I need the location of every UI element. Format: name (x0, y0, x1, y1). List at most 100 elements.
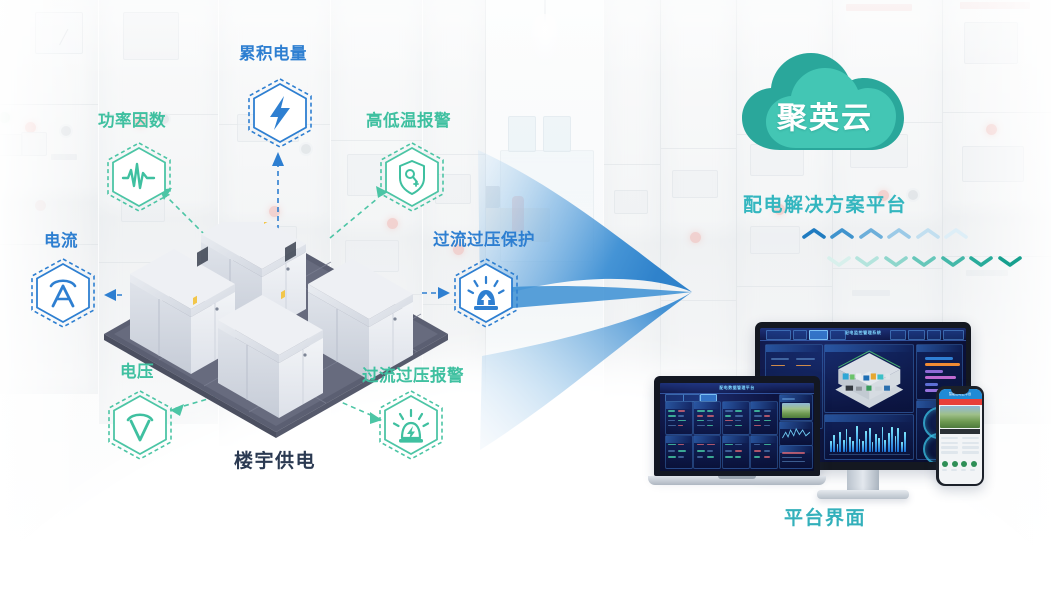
bar (832, 434, 835, 452)
isometric-power-distribution-scene (96, 153, 456, 457)
tab-orders[interactable] (889, 330, 907, 340)
phone-shortcut-icon[interactable] (951, 460, 958, 467)
phone-shortcut-label (941, 469, 948, 472)
bar (881, 427, 884, 452)
phone-shortcut-icon[interactable] (970, 460, 977, 467)
cloud-subtitle: 配电解决方案平台 (742, 195, 907, 216)
hex-node-overcurrent-alarm[interactable] (374, 388, 448, 462)
laptop-tab-1[interactable] (664, 394, 684, 402)
laptop-data-panel (750, 434, 779, 469)
bar (890, 426, 893, 452)
phone-shortcut-icon[interactable] (961, 460, 968, 467)
chevron-up-icon (859, 228, 883, 239)
phone-app-title: 智能配电云平台 (948, 392, 972, 397)
bar (868, 427, 871, 452)
chevron-up-icon (887, 228, 912, 239)
phone-row (961, 436, 979, 440)
bar (903, 431, 906, 452)
laptop-title: 配电数据管理平台 (719, 384, 755, 390)
phone-shortcut-label (951, 469, 957, 472)
tab-settings[interactable] (908, 330, 925, 340)
phone-shortcut-icon[interactable] (942, 460, 949, 467)
laptop-data-panel (721, 434, 750, 469)
bar (862, 440, 865, 452)
phone-tab-bar[interactable] (938, 398, 982, 405)
phone-screen: 智能配电云平台 (938, 388, 982, 484)
ammeter-a-icon (49, 279, 77, 308)
shield-thermometer-icon (399, 160, 425, 195)
hex-label-power-factor: 功率因数 (98, 112, 166, 130)
stat-bar (924, 376, 957, 380)
phone-row (961, 451, 979, 454)
tab-alarms[interactable] (830, 330, 847, 340)
chevron-down-icon (827, 256, 851, 267)
laptop-trend-panel (778, 420, 813, 446)
hex-label-overcurrent-protection: 过流过压保护 (433, 231, 535, 249)
phone-app-header: 智能配电云平台 (938, 388, 982, 399)
siren-arrow-icon (467, 275, 505, 310)
laptop-topbar (660, 383, 814, 394)
hex-node-voltage[interactable] (103, 388, 177, 462)
chevron-up-icon (944, 228, 969, 239)
phone-body: 智能配电云平台 (936, 386, 984, 486)
hex-label-current: 电流 (44, 232, 78, 250)
devices-caption: 平台界面 (783, 508, 866, 529)
source-label-building-power: 楼宇供电 (234, 451, 317, 472)
voltmeter-v-icon (126, 413, 154, 442)
tab-home[interactable] (766, 330, 791, 340)
stat-bar (924, 369, 943, 373)
phone-row (941, 436, 959, 440)
chevron-up-icon (802, 228, 826, 239)
laptop[interactable]: 配电数据管理平台 (648, 376, 826, 494)
panel-device-overview (823, 344, 915, 414)
tab-statistics[interactable] (809, 330, 828, 340)
chevron-down-icon (969, 256, 994, 267)
hex-node-overcurrent-protection[interactable] (449, 256, 523, 330)
hex-node-current[interactable] (26, 256, 100, 330)
panel-usage-trend-chart (823, 413, 915, 460)
monitor-neck (847, 470, 879, 492)
dashboard-title: 配电监控管理系统 (844, 329, 882, 335)
bar (901, 442, 903, 452)
hex-label-accumulated-energy: 累积电量 (239, 45, 307, 63)
bar (852, 440, 854, 452)
lightning-bolt-icon (270, 96, 290, 130)
laptop-trackpad-notch (718, 476, 756, 479)
monitor-base (817, 490, 909, 499)
phone-video-feed (940, 405, 980, 429)
bar (888, 432, 890, 452)
chevron-down-icon (941, 256, 965, 267)
flow-arrow-icon (470, 150, 730, 450)
tab-logout[interactable] (943, 330, 964, 340)
cloud-logo-text: 聚英云 (777, 101, 873, 136)
phone-video-controls[interactable] (940, 428, 980, 434)
chevron-down-icon (884, 256, 908, 267)
laptop-deck (648, 476, 826, 485)
bar (855, 425, 858, 452)
bar (897, 428, 900, 452)
hex-node-temperature-alarm[interactable] (375, 140, 449, 214)
video-thumbnail (781, 402, 810, 418)
bar (845, 428, 848, 452)
bar (842, 439, 845, 452)
bar (875, 433, 877, 452)
phone-shortcut-label (970, 469, 976, 472)
chevron-down-icon (855, 256, 880, 267)
laptop-data-panel (693, 434, 722, 469)
hex-node-power-factor[interactable] (102, 140, 176, 214)
tab-monitor[interactable] (792, 330, 808, 340)
cloud-icon (742, 53, 904, 150)
mobile-phone[interactable]: 智能配电云平台 (936, 386, 984, 486)
stat-bar (924, 356, 953, 360)
cloud-logo: 聚英云 (736, 46, 914, 166)
hex-node-accumulated-energy[interactable] (243, 76, 317, 150)
bar (884, 439, 887, 452)
chevron-down-column (827, 256, 1022, 274)
phone-row (941, 451, 959, 454)
phone-row (941, 441, 959, 445)
laptop-tab-2[interactable] (683, 394, 701, 402)
laptop-tab-3[interactable] (700, 394, 718, 402)
tab-account[interactable] (926, 330, 942, 340)
chevron-up-icon (916, 228, 940, 239)
device-mockups: 配电监控管理系统 (640, 318, 1040, 508)
